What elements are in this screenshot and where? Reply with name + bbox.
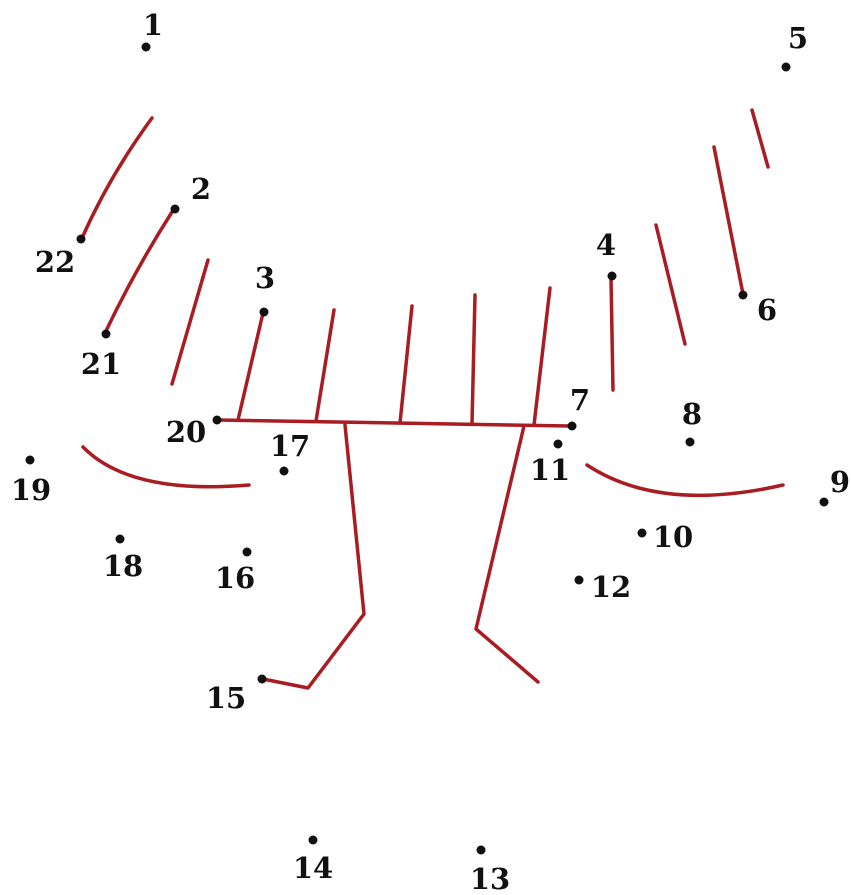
dot-label: 8: [682, 397, 702, 431]
dot-label: 18: [103, 549, 143, 583]
dot-2: 2: [170, 172, 211, 214]
dot-marker: [574, 575, 584, 585]
dot-14: 14: [293, 835, 333, 885]
dot-5: 5: [781, 21, 808, 72]
right-rib-line-1: [609, 276, 615, 392]
left-leg-line: [261, 423, 366, 690]
dot-label: 11: [530, 453, 570, 487]
dot-marker: [212, 415, 222, 425]
dot-label: 17: [270, 429, 310, 463]
dot-label: 13: [470, 862, 510, 895]
dot-4: 4: [596, 228, 617, 281]
vertical-line-1: [236, 311, 265, 422]
drawn-outline: [80, 108, 785, 690]
dot-marker: [76, 234, 86, 244]
dot-marker: [25, 455, 35, 465]
dot-marker: [242, 547, 252, 557]
dot-marker: [308, 835, 318, 845]
right-lower-arc: [585, 463, 785, 497]
dot-label: 16: [215, 561, 255, 595]
dot-marker: [567, 421, 577, 431]
dot-label: 15: [206, 681, 246, 715]
left-rib-line: [170, 258, 210, 386]
left-inner-arc: [103, 210, 174, 335]
dot-label: 10: [653, 520, 693, 554]
dot-marker: [685, 437, 695, 447]
dot-11: 11: [530, 439, 570, 487]
dot-label: 6: [757, 293, 777, 327]
dot-marker: [141, 42, 151, 52]
dot-label: 14: [293, 851, 333, 885]
dot-marker: [101, 329, 111, 339]
dot-label: 9: [830, 465, 850, 499]
dot-16: 16: [215, 547, 255, 595]
dot-17: 17: [270, 429, 310, 476]
dot-label: 5: [788, 21, 808, 55]
dot-label: 2: [191, 172, 211, 206]
dot-marker: [738, 290, 748, 300]
dot-20: 20: [166, 415, 222, 449]
dot-6: 6: [738, 290, 777, 327]
dot-15: 15: [206, 674, 267, 715]
dot-22: 22: [35, 234, 86, 279]
dot-12: 12: [574, 570, 631, 604]
vertical-line-2: [314, 308, 336, 423]
dot-marker: [781, 62, 791, 72]
dot-label: 21: [81, 347, 121, 381]
dot-marker: [279, 466, 289, 476]
dot-marker: [553, 439, 563, 449]
dot-10: 10: [637, 520, 693, 554]
dot-13: 13: [470, 845, 510, 895]
dot-1: 1: [141, 8, 163, 52]
dot-marker: [115, 534, 125, 544]
dot-marker: [257, 674, 267, 684]
dot-label: 20: [166, 415, 206, 449]
left-outer-arc: [80, 116, 154, 240]
dot-label: 1: [143, 8, 163, 42]
top-bar-line: [216, 418, 572, 428]
dot-marker: [170, 204, 180, 214]
dot-3: 3: [255, 261, 275, 317]
dot-label: 4: [596, 228, 616, 262]
vertical-line-3: [398, 304, 414, 425]
vertical-line-5: [532, 286, 552, 427]
dot-8: 8: [682, 397, 702, 447]
dot-label: 7: [570, 383, 590, 417]
dot-label: 22: [35, 245, 75, 279]
right-rib-line-3: [712, 145, 745, 296]
left-lower-arc: [81, 445, 251, 489]
vertical-line-4: [470, 293, 477, 426]
dot-label: 12: [591, 570, 631, 604]
dot-21: 21: [81, 329, 121, 381]
dot-7: 7: [567, 383, 590, 431]
dot-18: 18: [103, 534, 143, 583]
dot-marker: [259, 307, 269, 317]
dot-marker: [476, 845, 486, 855]
right-rib-line-2: [654, 223, 687, 346]
dot-marker: [819, 497, 829, 507]
right-rib-line-4: [750, 108, 770, 169]
dot-19: 19: [11, 455, 51, 507]
dot-9: 9: [819, 465, 850, 507]
dot-marker: [607, 271, 617, 281]
dot-label: 19: [11, 473, 51, 507]
dot-marker: [637, 528, 647, 538]
dot-label: 3: [255, 261, 275, 295]
right-leg-line: [474, 424, 540, 684]
